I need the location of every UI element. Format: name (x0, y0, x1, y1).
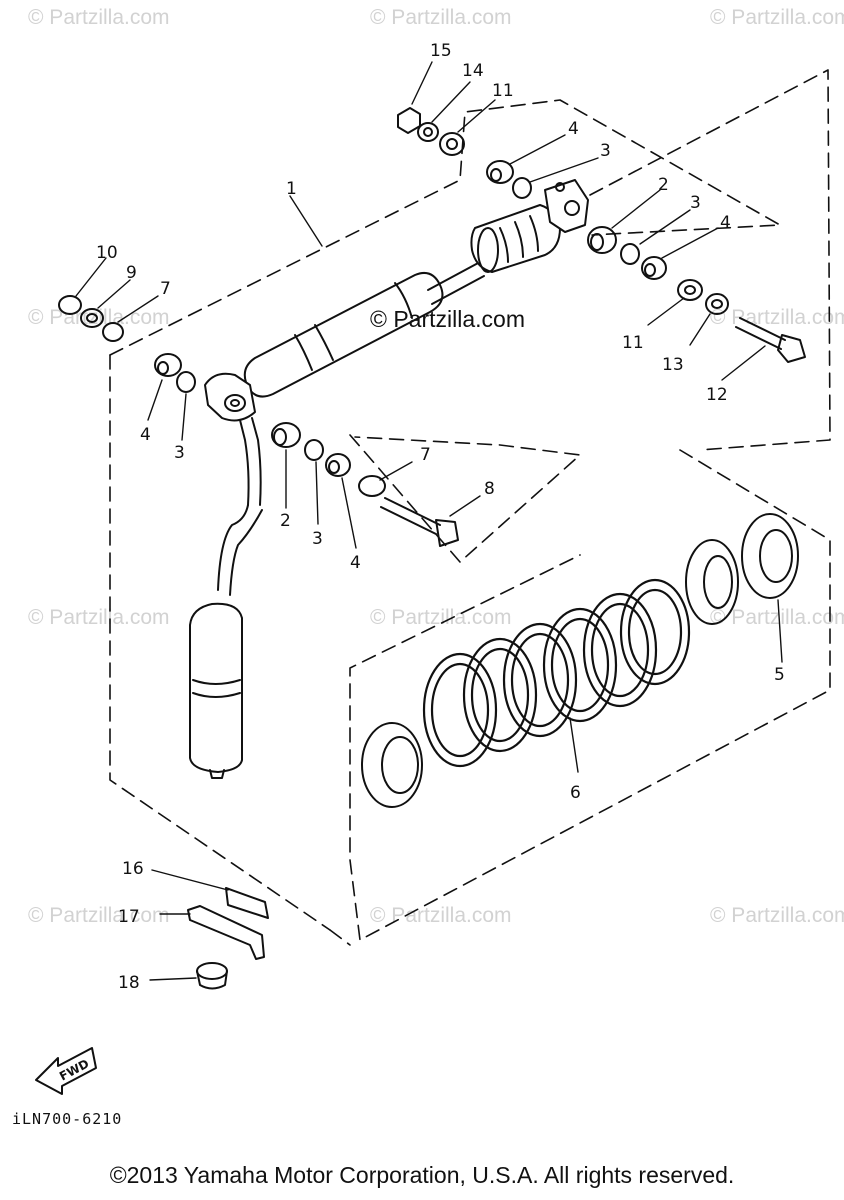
leader-lines (75, 61, 783, 981)
watermark: © Partzilla.com (370, 606, 512, 629)
watermark: © Partzilla.com (370, 6, 512, 29)
callout-label: 6 (570, 783, 581, 803)
callout-label: 3 (690, 193, 701, 213)
upper-mount-hardware (397, 107, 806, 363)
callout-label: 1 (286, 179, 297, 199)
callout-label: 4 (350, 553, 361, 573)
callout-label: 7 (160, 279, 171, 299)
lower-mount-hardware (58, 295, 459, 547)
watermark: © Partzilla.com (370, 904, 512, 927)
callout-label: 7 (420, 445, 431, 465)
reservoir (189, 417, 263, 779)
watermark: © Partzilla.com (710, 6, 844, 29)
callout-label: 16 (122, 859, 144, 879)
callout-label: 10 (96, 243, 118, 263)
watermark: © Partzilla.com (710, 306, 844, 329)
callout-label: 2 (658, 175, 669, 195)
shock-absorber (204, 179, 589, 422)
callout-label: 11 (622, 333, 644, 353)
fwd-arrow-icon (35, 1047, 97, 1095)
watermark: © Partzilla.com (28, 6, 170, 29)
copyright-notice: ©2013 Yamaha Motor Corporation, U.S.A. A… (109, 1162, 735, 1188)
accessory-parts (187, 887, 269, 990)
callout-label: 4 (140, 425, 151, 445)
callout-labels: 1 2 2 3 3 3 3 4 4 4 4 5 6 7 7 8 9 10 11 … (57, 41, 785, 1084)
callout-label: 3 (312, 529, 323, 549)
callout-label: 11 (492, 81, 514, 101)
coil-spring (422, 578, 691, 768)
callout-label: 15 (430, 41, 452, 61)
callout-label: 12 (706, 385, 728, 405)
watermark: © Partzilla.com (710, 904, 844, 927)
diagram-code: iLN700-6210 (12, 1110, 123, 1128)
callout-label: 8 (484, 479, 495, 499)
callout-label: 5 (774, 665, 785, 685)
assembly-outline (109, 69, 831, 946)
callout-label: 3 (600, 141, 611, 161)
callout-label: 3 (174, 443, 185, 463)
callout-label: 4 (568, 119, 579, 139)
callout-label: 13 (662, 355, 684, 375)
callout-label: 18 (118, 973, 140, 993)
callout-label: 17 (118, 907, 140, 927)
watermark: © Partzilla.com (710, 606, 844, 629)
watermark: © Partzilla.com (28, 904, 170, 927)
watermark: © Partzilla.com (28, 606, 170, 629)
callout-label: 4 (720, 213, 731, 233)
callout-label: 9 (126, 263, 137, 283)
callout-label: 14 (462, 61, 484, 81)
center-watermark: © Partzilla.com (370, 306, 525, 332)
spring-seat (361, 513, 799, 808)
callout-label: 2 (280, 511, 291, 531)
